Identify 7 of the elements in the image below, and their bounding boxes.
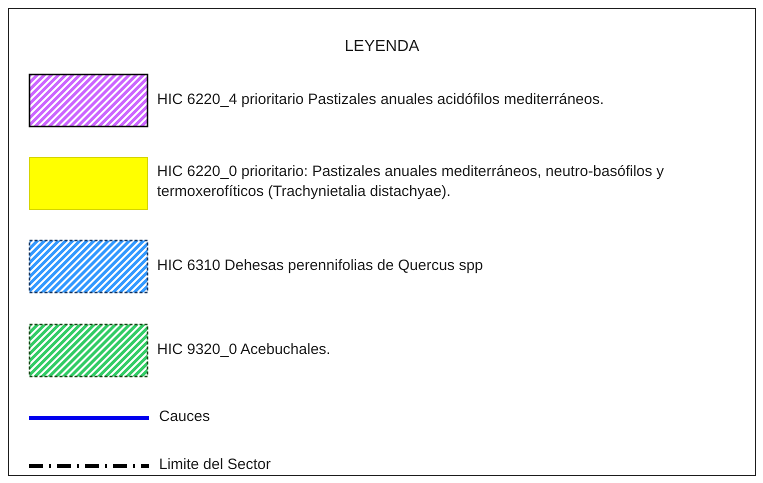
legend-text: Cauces [159,407,211,427]
legend-text: HIC 9320_0 Acebuchales. [157,340,332,360]
legend-text: HIC 6310 Dehesas perennifolias de Quercus spp [157,256,484,276]
legend-text: HIC 6220_0 prioritario: Pastizales anuales mediterráneos, neutro-basófilos y termoxerofíticos (Trachynietalia distachyae). [157,162,665,202]
legend-text: HIC 6220_4 prioritario Pastizales anuales acidófilos mediterráneos. [157,90,605,110]
legend-text: Limite del Sector [159,455,272,475]
legend-title: LEYENDA [344,37,420,57]
